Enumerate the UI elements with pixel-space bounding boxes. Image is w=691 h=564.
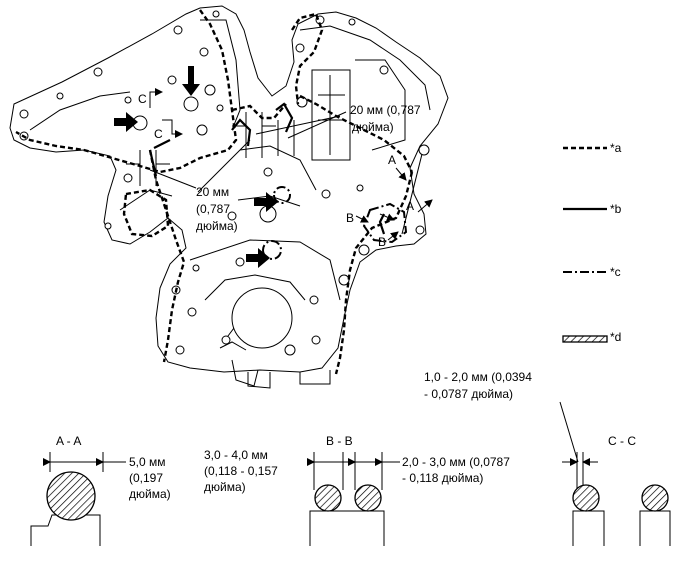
marker-c-bottom: C	[154, 127, 163, 141]
callout-right-top-line1: 20 мм (0,787	[350, 103, 421, 117]
legend-key-d: *d	[610, 330, 621, 344]
section-cc-bead-left	[572, 484, 600, 512]
legend-swatch-hatched	[562, 335, 608, 343]
callout-right-top: 20 мм (0,787 дюйма)	[350, 103, 421, 134]
section-bb-bead-right	[354, 484, 382, 512]
section-cc-callout-line1: 1,0 - 2,0 мм (0,0394	[424, 370, 532, 384]
legend-key-a: *a	[610, 141, 622, 155]
sealant-bead-a-right2	[334, 171, 414, 375]
marker-c-top: C	[138, 92, 147, 106]
sealant-bead-a-left	[15, 9, 238, 174]
marker-b-right: B	[378, 235, 386, 249]
section-cc-bead-right	[641, 484, 669, 512]
section-bb-right-line2: - 0,118 дюйма)	[402, 471, 483, 485]
marker-a-bottom: A	[406, 199, 414, 213]
section-aa-title: A - A	[56, 434, 81, 448]
section-bb-left-line1: 3,0 - 4,0 мм	[204, 448, 268, 462]
section-aa-dim-line3: дюйма)	[129, 487, 171, 501]
section-bb-left-line3: дюйма)	[204, 480, 246, 494]
marker-b-left: B	[346, 211, 354, 225]
section-bb-bead-left	[314, 484, 342, 512]
section-bb-title: B - B	[326, 434, 353, 448]
callout-left-mid-line3: дюйма)	[196, 219, 238, 233]
sealant-bead-a-left2	[148, 149, 186, 363]
callout-right-top-line2: дюйма)	[352, 120, 394, 134]
callout-left-mid-line2: (0,787	[196, 202, 230, 216]
legend-key-b: *b	[610, 202, 622, 216]
cover-outline	[9, 5, 449, 373]
section-aa-dim-line2: (0,197	[129, 471, 163, 485]
section-aa: A - A 5,0 мм (0,197 дюйма)	[30, 434, 171, 546]
section-bb-left-line2: (0,118 - 0,157	[204, 464, 278, 478]
section-cc: 1,0 - 2,0 мм (0,0394 - 0,0787 дюйма) C -…	[424, 370, 671, 546]
legend: *a *b *c *d	[562, 141, 622, 344]
section-aa-bead	[46, 471, 96, 521]
timing-cover-drawing: C C A A B B	[9, 5, 449, 389]
section-bb: B - B 3,0 - 4,0 мм (0,118 - 0,157 дюйма)…	[204, 434, 510, 546]
section-cc-title: C - C	[608, 434, 636, 448]
section-bb-right-line1: 2,0 - 3,0 мм (0,0787	[402, 455, 510, 469]
callout-left-mid: 20 мм (0,787 дюйма)	[196, 185, 238, 233]
section-cc-callout-line2: - 0,0787 дюйма)	[424, 387, 513, 401]
sealant-bead-a-right	[291, 12, 324, 105]
section-aa-dim-line1: 5,0 мм	[129, 455, 166, 469]
legend-key-c: *c	[610, 265, 621, 279]
callout-left-mid-line1: 20 мм	[196, 185, 229, 199]
marker-a-top: A	[388, 153, 396, 167]
